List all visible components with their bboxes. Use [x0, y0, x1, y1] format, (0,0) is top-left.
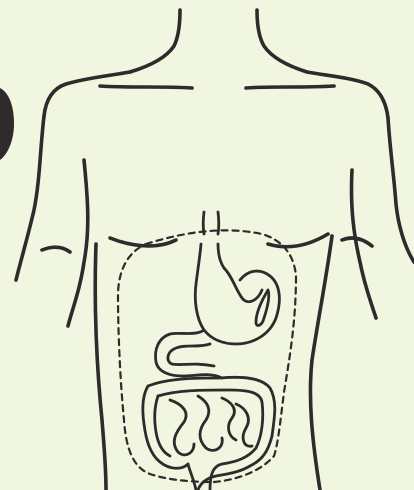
left-arm-outer-line: [16, 116, 44, 280]
right-arm-outer-line: [388, 118, 414, 262]
left-pectoral-line: [110, 238, 176, 246]
right-shoulder-line: [307, 72, 388, 118]
sternum-tick-right: [218, 212, 219, 234]
neck-right-line: [257, 10, 307, 72]
left-torso-line: [95, 244, 106, 490]
left-axilla-line: [42, 247, 70, 252]
left-clavicle-line: [100, 86, 192, 88]
rectum-left-line: [188, 464, 196, 490]
small-intestine-coil-a: [170, 400, 194, 455]
right-clavicle-line: [246, 86, 334, 88]
small-intestine-coil-b: [198, 396, 222, 450]
small-intestine-coil-d: [236, 404, 252, 446]
esophagus-line-left: [196, 244, 201, 284]
neck-left-line: [130, 10, 180, 72]
left-edge-dark-shape: [0, 88, 14, 160]
duodenum-inner-line: [168, 344, 214, 366]
left-shoulder-line: [44, 72, 130, 116]
esophagus-line-right: [218, 244, 224, 268]
left-arm-inner-line: [68, 160, 88, 326]
small-intestine-coil-c: [222, 398, 236, 440]
right-torso-line: [310, 236, 332, 490]
stomach-inner-outline: [224, 268, 262, 302]
colon-inner-left-outline: [155, 396, 170, 456]
